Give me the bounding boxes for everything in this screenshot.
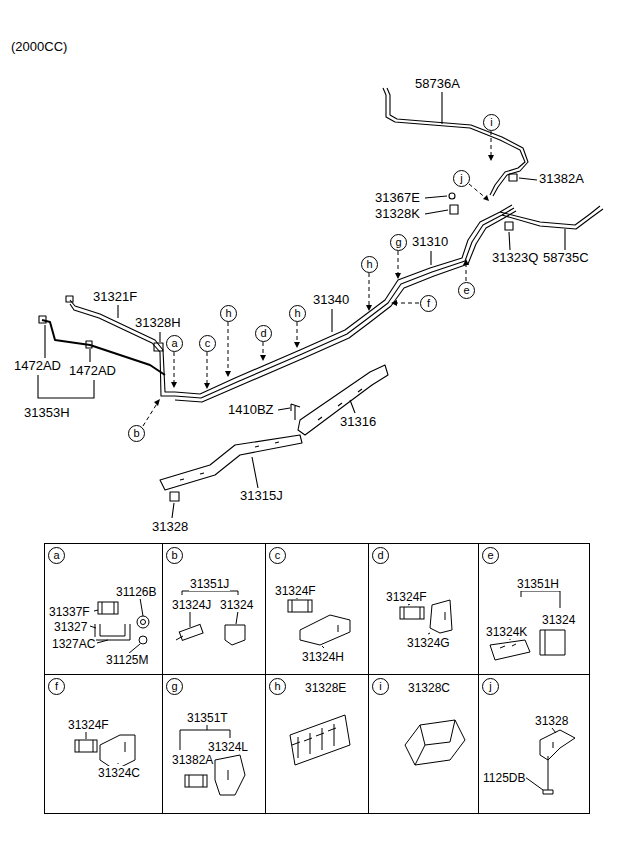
part-number: 1125DB [482,771,526,785]
parts-cell: e 31351H 31324K 31324 [478,543,590,675]
part-number: 1472AD [14,359,61,373]
callout-letter: h [290,306,305,321]
part-number: 31353H [24,406,70,420]
parts-cell: j 31328 1125DB [478,674,590,814]
callout-circle: c [199,335,216,352]
callout-circle: e [458,282,475,299]
callout-letter: e [459,283,474,298]
cell-letter: f [48,678,65,695]
parts-cell: i 31328C [368,674,479,814]
parts-cell: f 31324F 31324C [44,674,163,814]
part-number: 31321F [93,290,137,304]
part-number: 31324F [67,718,110,732]
callout-circle: h [361,256,378,273]
callout-circle: h [289,305,306,322]
cell-letter: j [482,678,499,695]
callout-letter: i [484,115,499,130]
callout-circle: a [166,335,183,352]
cell-letter: a [48,547,65,564]
part-number: 31324G [406,636,451,650]
part-number: 1472AD [69,364,116,378]
part-number: 1327AC [51,637,96,651]
part-number: 31340 [313,293,349,307]
part-number: 31324J [171,598,212,612]
part-number: 31316 [340,415,376,429]
part-number: 31337F [48,605,91,619]
part-number: 31328H [135,316,181,330]
callout-letter: h [221,306,236,321]
part-number: 31328E [304,681,347,695]
callout-letter: g [391,235,406,250]
parts-cell: d 31324F 31324G [368,543,479,675]
callout-letter: a [167,336,182,351]
part-number: 31323Q [492,251,538,265]
callout-circle: d [255,325,272,342]
part-number: 31324L [207,740,249,754]
part-number: 31327 [53,620,88,634]
parts-cell: b 31351J 31324J 31324 [162,543,266,675]
part-number: 31351H [516,577,560,591]
part-number: 31328 [152,520,188,534]
callout-circle: f [420,295,437,312]
callout-letter: h [362,257,377,272]
cell-letter: i [372,678,389,695]
parts-cell: h 31328E [265,674,369,814]
callout-circle: i [483,114,500,131]
cell-letter: d [372,547,389,564]
part-number: 31328 [534,714,569,728]
parts-cell: a 31126B 31337F31327 1327AC 31125M [44,543,163,675]
parts-cell: c 31324F 31324H [265,543,369,675]
part-number: 31351T [186,711,229,725]
callout-circle: h [220,305,237,322]
part-number: 31315J [240,489,283,503]
part-number: 31324 [541,613,576,627]
part-number: 31328K [375,207,420,221]
parts-cell: g 31351T 31324L31382A [162,674,266,814]
cell-letter: h [269,678,286,695]
cell-letter: g [166,678,183,695]
cell-letter: c [269,547,286,564]
part-number: 31328C [407,681,451,695]
callout-letter: c [200,336,215,351]
part-number: 31324C [97,766,141,780]
callout-letter: f [421,296,436,311]
callout-letter: d [256,326,271,341]
part-number: 31324F [385,590,428,604]
part-number: 1410BZ [228,403,274,417]
part-number: 31324 [219,598,254,612]
callout-letter: j [454,171,469,186]
part-number: 31367E [375,191,420,205]
part-number: 31324K [485,625,528,639]
cell-letter: e [482,547,499,564]
part-number: 31351J [189,577,230,591]
callout-circle: b [128,425,145,442]
part-number: 31382A [171,753,214,767]
part-number: 58736A [415,77,460,91]
callout-letter: b [129,426,144,441]
part-number: 31382A [539,172,584,186]
diagram-title: (2000CC) [11,40,67,54]
part-number: 31324H [301,650,345,664]
cell-letter: b [166,547,183,564]
callout-circle: g [390,234,407,251]
callout-circle: j [453,170,470,187]
part-number: 31324F [274,584,317,598]
part-number: 58735C [543,251,589,265]
part-number: 31310 [412,235,448,249]
part-number: 31125M [105,653,149,667]
part-number: 31126B [115,585,157,599]
